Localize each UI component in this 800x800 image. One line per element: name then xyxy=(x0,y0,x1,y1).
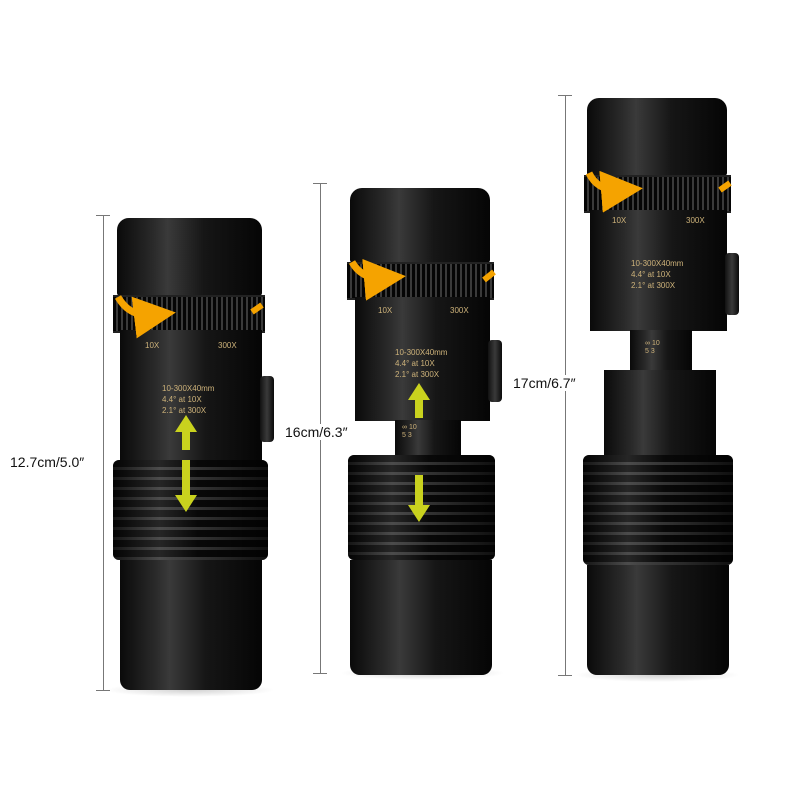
dimension-label: 17cm/6.7″ xyxy=(513,375,576,391)
zoom-min-label: 10X xyxy=(145,341,160,350)
focus-scale-mark: 3 xyxy=(407,432,412,439)
spec-line: 10-300X40mm xyxy=(162,384,215,393)
lower-tube xyxy=(604,370,716,456)
spec-line: 10-300X40mm xyxy=(631,259,684,268)
dimension-tick xyxy=(96,215,110,216)
focus-grip xyxy=(113,460,268,560)
focus-knob xyxy=(725,253,739,315)
zoom-max-label: 300X xyxy=(686,216,705,225)
dimension-tick xyxy=(558,675,572,676)
spec-line: 4.4° at 10X xyxy=(631,270,671,279)
focus-grip xyxy=(583,455,733,565)
draw-tube xyxy=(395,420,461,456)
spec-line: 2.1° at 300X xyxy=(395,370,440,379)
eyecup xyxy=(587,98,727,176)
dimension-label: 16cm/6.3″ xyxy=(285,424,348,440)
spec-line: 4.4° at 10X xyxy=(395,359,435,368)
objective-tube xyxy=(587,565,729,675)
zoom-max-label: 300X xyxy=(450,306,469,315)
draw-tube xyxy=(630,330,692,372)
dimension-tick xyxy=(96,690,110,691)
focus-scale-mark: 3 xyxy=(650,348,655,355)
focus-scale-mark: ∞ xyxy=(645,340,650,347)
dimension-label: 12.7cm/5.0″ xyxy=(10,454,85,470)
focus-scale: ∞ 10 5 3 xyxy=(402,424,417,440)
focus-grip xyxy=(348,455,495,560)
focus-scale-mark: ∞ xyxy=(402,424,407,431)
focus-scale: ∞ 10 5 3 xyxy=(645,340,660,356)
eyecup xyxy=(117,218,262,296)
focus-scale-mark: 5 xyxy=(402,432,406,439)
objective-tube xyxy=(120,560,262,690)
eyecup xyxy=(350,188,490,263)
zoom-max-label: 300X xyxy=(218,341,237,350)
dimension-tick xyxy=(313,183,327,184)
focus-scale-mark: 10 xyxy=(651,340,660,347)
zoom-min-label: 10X xyxy=(612,216,627,225)
body-tube xyxy=(120,330,262,461)
dimension-tick xyxy=(558,95,572,96)
spec-line: 10-300X40mm xyxy=(395,348,448,357)
spec-line: 2.1° at 300X xyxy=(631,281,676,290)
zoom-min-label: 10X xyxy=(378,306,393,315)
rotate-arrow-icon xyxy=(114,170,732,339)
dimension-line xyxy=(103,215,104,690)
extend-arrow-icon xyxy=(175,383,430,522)
objective-tube xyxy=(350,560,492,675)
focus-knob xyxy=(260,376,274,442)
focus-scale-mark: 5 xyxy=(645,348,649,355)
spec-line: 4.4° at 10X xyxy=(162,395,202,404)
focus-knob xyxy=(488,340,502,402)
dimension-tick xyxy=(313,673,327,674)
focus-scale-mark: 10 xyxy=(408,424,417,431)
body-tube xyxy=(590,210,727,331)
spec-line: 2.1° at 300X xyxy=(162,406,207,415)
